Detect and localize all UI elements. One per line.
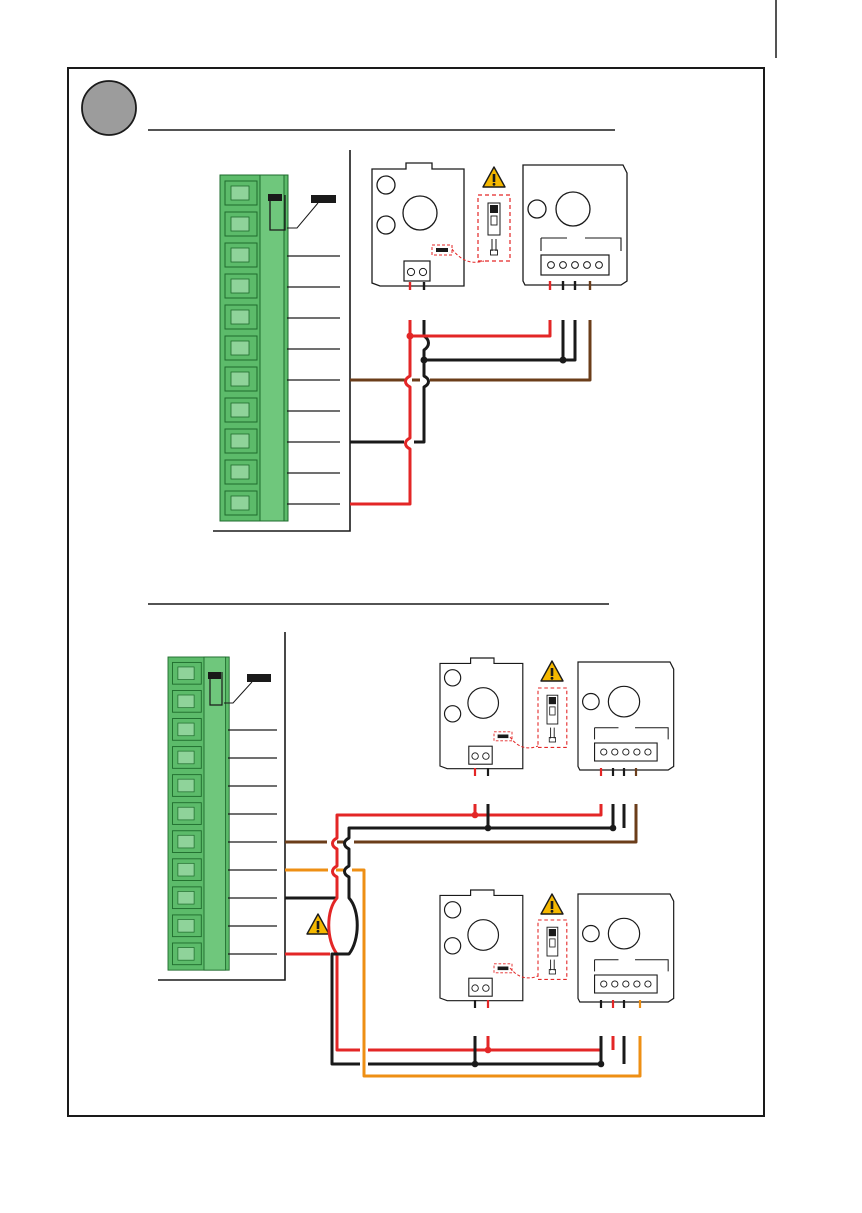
section-number-badge — [82, 81, 136, 135]
jumper-setting-icon — [538, 920, 567, 979]
warning-icon — [541, 661, 563, 681]
section-1-wiring — [213, 150, 627, 531]
warning-icon — [307, 914, 329, 934]
terminal-block-2 — [168, 657, 229, 970]
transmitter-board — [372, 163, 464, 286]
transmitter-board-2a — [440, 658, 523, 769]
receiver-board-2b — [578, 894, 674, 1002]
receiver-board-2a — [578, 662, 674, 770]
cable-tie-icon — [311, 195, 336, 203]
jumper-setting-icon — [478, 195, 510, 261]
transmitter-board-2b — [440, 890, 523, 1001]
warning-icon — [483, 167, 505, 187]
jumper-setting-icon — [538, 688, 567, 747]
cable-tie-icon-2 — [247, 674, 271, 682]
warning-icon — [541, 894, 563, 914]
section-2-wiring — [158, 632, 674, 1076]
receiver-board — [523, 165, 627, 285]
terminal-block — [220, 175, 288, 521]
